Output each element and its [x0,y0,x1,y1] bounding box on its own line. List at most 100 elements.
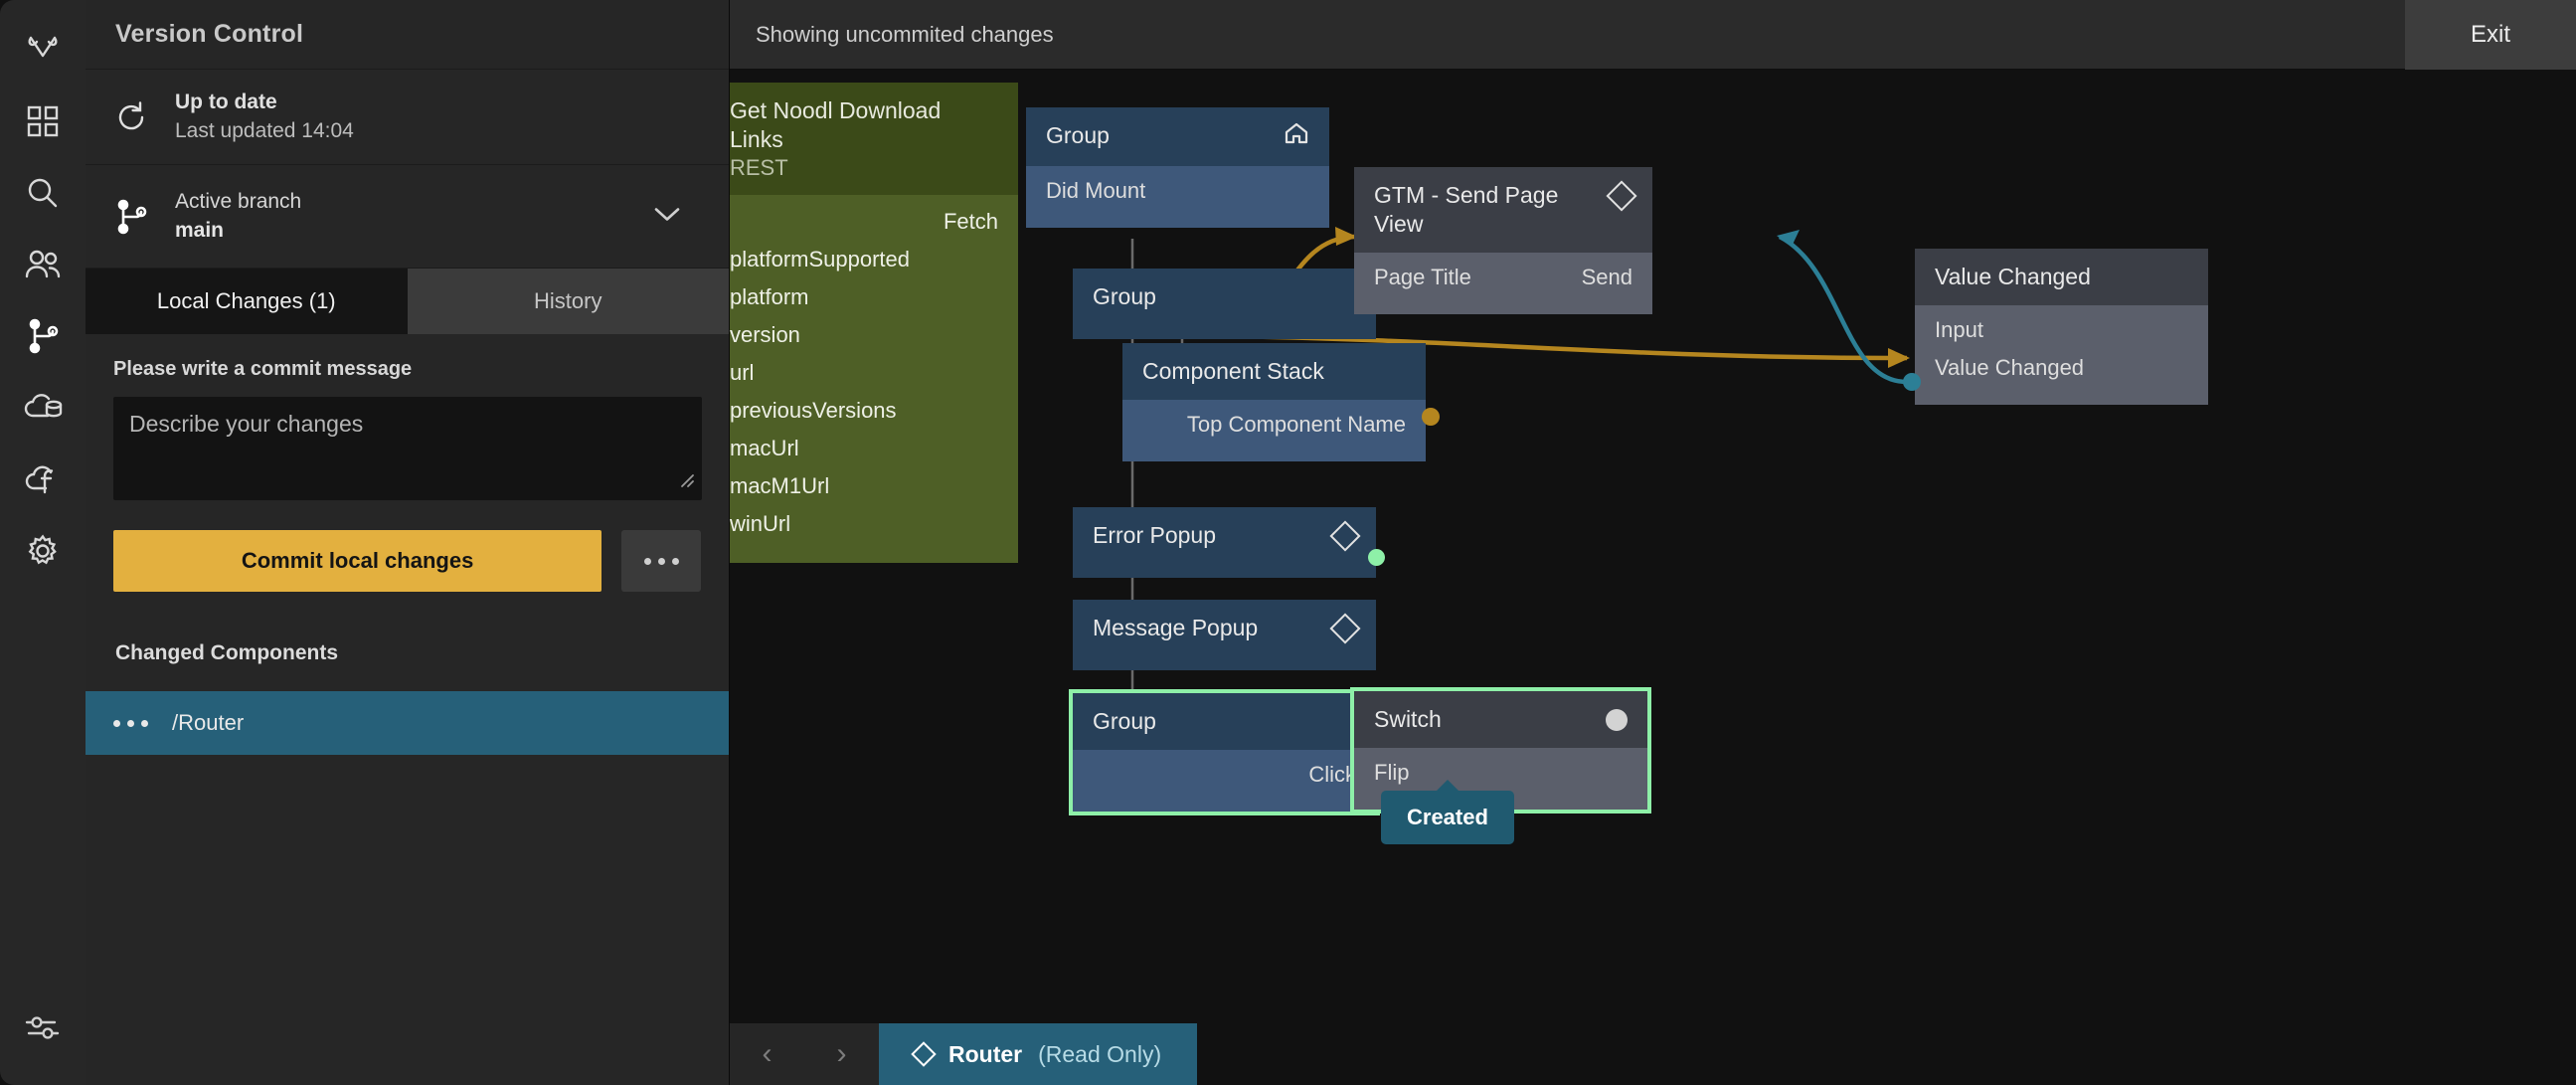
nav-buttons: ‹ › [730,1023,879,1085]
port-input[interactable]: Input [1935,316,1983,342]
port-macm1url[interactable]: macM1Url [730,473,830,498]
node-title: Switch [1374,706,1442,732]
port-fetch[interactable]: Fetch [943,209,998,234]
port-macurl[interactable]: macUrl [730,436,799,460]
page-title: Version Control [115,20,304,48]
port-url[interactable]: url [730,360,755,385]
node-ports: Top Component Name [1122,399,1426,461]
left-icon-rail [0,0,86,1085]
node-gtm-send-page-view[interactable]: GTM - Send Page View Page Title Send [1354,167,1652,314]
port-top-component-name[interactable]: Top Component Name [1186,411,1406,437]
node-header: Message Popup [1073,600,1376,670]
port-connector-top-component-name[interactable] [1422,408,1440,426]
nav-forward-button[interactable]: › [836,1037,847,1070]
node-header: Error Popup [1073,507,1376,578]
port-platformsupported[interactable]: platformSupported [730,247,910,271]
cloud-data-icon[interactable] [0,372,86,444]
node-ports: Page Title Send [1354,252,1652,314]
diamond-icon [1606,180,1637,212]
node-title: Group [1093,283,1156,309]
commit-message-label: Please write a commit message [113,358,413,380]
node-ports: Fetch platformSupported platform version… [730,195,1018,563]
node-header: Group [1073,693,1376,750]
chevron-down-icon[interactable] [653,205,681,228]
sync-status-headline: Up to date [175,90,277,114]
nav-back-button[interactable]: ‹ [762,1037,773,1070]
node-title: Value Changed [1935,264,2091,289]
node-component-stack[interactable]: Component Stack Top Component Name [1122,343,1426,461]
settings-gear-icon[interactable] [0,515,86,587]
panel-tabs: Local Changes (1) History [86,269,729,334]
status-badge: Created [1381,791,1514,844]
search-icon[interactable] [0,157,86,229]
sliders-icon[interactable] [0,992,86,1063]
uncommitted-changes-message: Showing uncommited changes [756,21,1054,47]
port-click[interactable]: Click [1308,761,1356,787]
row-more-options-icon[interactable] [113,719,148,727]
node-group-child[interactable]: Group [1073,269,1376,339]
changed-component-name: /Router [172,710,245,735]
tab-local-changes[interactable]: Local Changes (1) [86,269,408,334]
port-flip[interactable]: Flip [1374,759,1410,785]
branch-icon [109,198,153,236]
collaborators-icon[interactable] [0,229,86,300]
port-did-mount[interactable]: Did Mount [1046,177,1146,203]
node-graph-canvas[interactable]: Get Noodl Download Links REST Fetch plat… [730,70,2576,1015]
node-value-changed[interactable]: Value Changed Input Value Changed [1915,249,2208,405]
active-branch-value: main [175,218,225,242]
node-group-click[interactable]: Group Click [1073,693,1376,812]
tab-router-state: (Read Only) [1038,1040,1162,1067]
node-error-popup[interactable]: Error Popup [1073,507,1376,578]
commit-more-options-icon[interactable] [621,530,701,592]
node-title: Component Stack [1142,358,1324,384]
node-group-root[interactable]: Group Did Mount [1026,107,1329,228]
node-ports: Click [1073,749,1376,812]
port-platform[interactable]: platform [730,284,809,309]
node-header: Group [1073,269,1376,339]
node-port-row: Page Title Send [1354,259,1652,296]
sync-status-text: Up to date Last updated 14:04 [175,89,354,145]
cloud-functions-icon[interactable] [0,444,86,515]
noodl-logo-icon[interactable] [0,14,86,86]
node-rest-get-noodl-download-links[interactable]: Get Noodl Download Links REST Fetch plat… [730,83,1018,563]
port-winurl[interactable]: winUrl [730,511,791,536]
panel-header: Version Control [86,0,729,70]
commit-local-changes-button[interactable]: Commit local changes [113,530,602,592]
node-title: Group [1046,122,1110,148]
active-branch-text: Active branch main [175,188,301,245]
node-header: Get Noodl Download Links REST [730,83,1018,195]
port-page-title[interactable]: Page Title [1374,264,1471,289]
port-previousversions[interactable]: previousVersions [730,398,897,423]
sync-status-row[interactable]: Up to date Last updated 14:04 [86,70,729,165]
node-title: Message Popup [1093,615,1259,640]
active-branch-row[interactable]: Active branch main [86,165,729,269]
uncommitted-changes-bar: Showing uncommited changes Exit [730,0,2576,70]
home-icon [1284,121,1309,152]
version-control-branch-icon[interactable] [0,300,86,372]
tab-history[interactable]: History [407,269,729,334]
port-connector-click[interactable] [1368,549,1385,566]
commit-section: Please write a commit message Commit loc… [86,334,729,755]
components-grid-icon[interactable] [0,86,86,157]
list-item[interactable]: /Router [86,691,729,755]
diamond-icon [1329,520,1361,552]
circle-icon [1606,709,1628,731]
sync-status-sub: Last updated 14:04 [175,118,354,142]
port-version[interactable]: version [730,322,800,347]
node-title: Group [1093,708,1156,734]
node-message-popup[interactable]: Message Popup [1073,600,1376,670]
port-connector-value-changed[interactable] [1903,373,1921,391]
refresh-icon[interactable] [109,99,153,135]
node-ports: Did Mount [1026,165,1329,228]
active-branch-label: Active branch [175,190,302,214]
document-tab-bar: ‹ › Router (Read Only) [730,1015,2576,1085]
version-control-panel: Version Control Up to date Last updated … [86,0,730,1085]
node-title: GTM - Send Page View [1374,182,1559,237]
diamond-icon [1329,613,1361,644]
port-value-changed-out[interactable]: Value Changed [1935,354,2085,380]
port-send[interactable]: Send [1581,264,1632,289]
tab-router[interactable]: Router (Read Only) [879,1023,1198,1085]
commit-message-input[interactable] [113,397,702,500]
exit-button[interactable]: Exit [2405,0,2576,70]
